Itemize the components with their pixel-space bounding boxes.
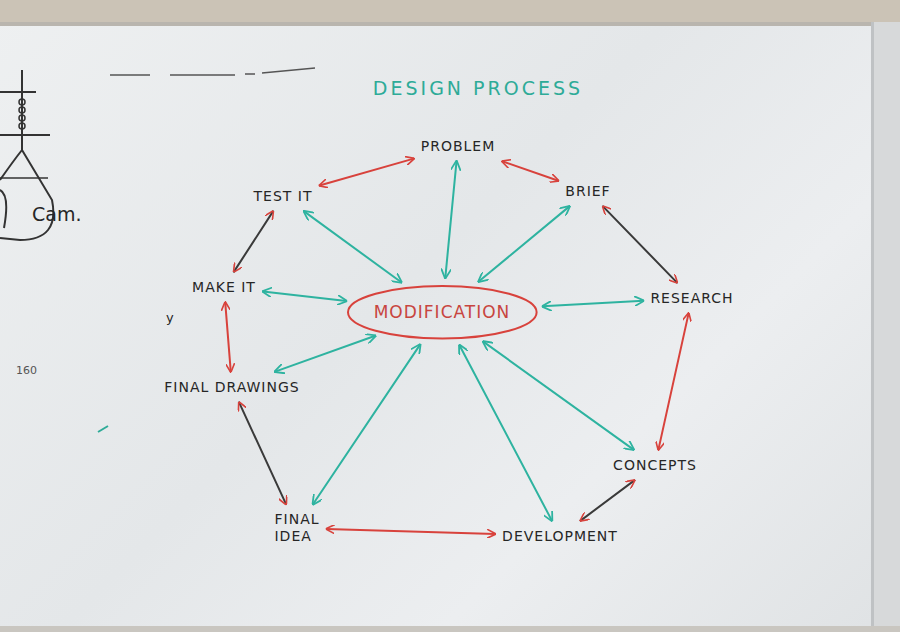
spoke-arrow	[263, 291, 346, 301]
stage-text: PROBLEM	[421, 138, 496, 155]
cycle-arrow	[327, 529, 496, 534]
stage-text: FINAL DRAWINGS	[164, 379, 299, 396]
spoke-arrow	[459, 345, 551, 520]
stage-label: PROBLEM	[421, 138, 496, 155]
stage-label: DEVELOPMENT	[502, 528, 618, 545]
stage-label: FINAL IDEA	[274, 511, 319, 545]
spoke-arrow	[479, 206, 570, 281]
cycle-arrow	[581, 480, 635, 520]
stage-text: MAKE IT	[192, 279, 256, 296]
stage-label: BRIEF	[565, 183, 610, 200]
spoke-arrow	[543, 301, 644, 307]
cycle-arrow	[502, 161, 558, 180]
cycle-arrow	[234, 211, 273, 271]
stage-label: CONCEPTS	[613, 457, 697, 474]
stage-text: RESEARCH	[650, 290, 733, 307]
cycle-arrow	[658, 313, 688, 449]
cycle-arrow	[603, 206, 677, 282]
diagram-title: DESIGN PROCESS	[373, 77, 583, 99]
cycle-arrow	[319, 159, 413, 186]
cycle-arrow	[225, 302, 231, 371]
stage-text: TEST IT	[254, 188, 313, 205]
stage-label: MAKE IT	[192, 279, 256, 296]
center-ellipse: MODIFICATION	[346, 284, 539, 340]
board-note: Cam.	[32, 203, 81, 225]
stage-label: TEST IT	[254, 188, 313, 205]
stage-text: FINAL IDEA	[274, 511, 319, 545]
spoke-arrow	[313, 345, 420, 505]
stage-label: FINAL DRAWINGS	[164, 379, 299, 396]
stage-text: BRIEF	[565, 183, 610, 200]
board-frame	[0, 0, 900, 22]
board-note: y	[166, 310, 174, 325]
board-frame	[0, 626, 900, 632]
board-note: 160	[16, 364, 37, 377]
board-frame	[871, 22, 900, 632]
stage-label: RESEARCH	[650, 290, 733, 307]
stage-text: MODIFICATION	[346, 284, 539, 340]
spoke-arrow	[275, 336, 375, 372]
spoke-arrow	[304, 211, 401, 282]
board-frame	[0, 22, 900, 26]
spoke-arrow	[445, 161, 456, 277]
stage-text: CONCEPTS	[613, 457, 697, 474]
stage-text: DEVELOPMENT	[502, 528, 618, 545]
cycle-arrow	[239, 402, 286, 504]
